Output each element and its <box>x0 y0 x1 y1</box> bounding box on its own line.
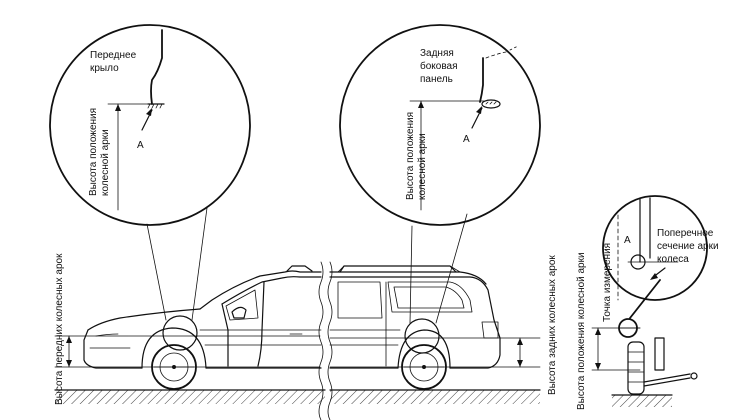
car-rear-body <box>329 265 501 390</box>
section-point-a: A <box>624 235 631 246</box>
rear-arch-focus <box>404 318 440 354</box>
front-arch-height-label: Высота передних колесных арок <box>54 253 65 405</box>
car-front-body <box>83 265 322 390</box>
rear-arch-height-label: Высота задних колесных арок <box>547 255 558 395</box>
front-detail-view <box>49 24 251 321</box>
rear-arch-dimension <box>329 337 541 368</box>
rear-wheel-section-diagram <box>591 195 708 407</box>
front-fender-label: Переднее крыло <box>90 50 139 74</box>
rear-detail-view <box>339 24 541 324</box>
rear-circle-height-label: Высота положения колесной арки <box>405 109 428 200</box>
front-arch-focus <box>162 315 198 351</box>
rear-wheel-arch-position-height-label: Высота положения колесной арки <box>576 252 587 410</box>
front-arch-dimension <box>54 335 321 368</box>
front-point-a: A <box>137 140 144 151</box>
break-line <box>318 261 333 420</box>
rear-panel-label: Задняя боковая панель <box>420 48 460 85</box>
measure-point-label: Точка измерения <box>602 243 613 322</box>
ground-right <box>329 389 541 404</box>
cross-section-label: Поперечное сечение арки колеса <box>657 228 721 265</box>
ground-left <box>54 389 326 404</box>
rear-point-a: A <box>463 134 470 145</box>
front-circle-height-label: Высота положения колесной арки <box>88 105 111 196</box>
